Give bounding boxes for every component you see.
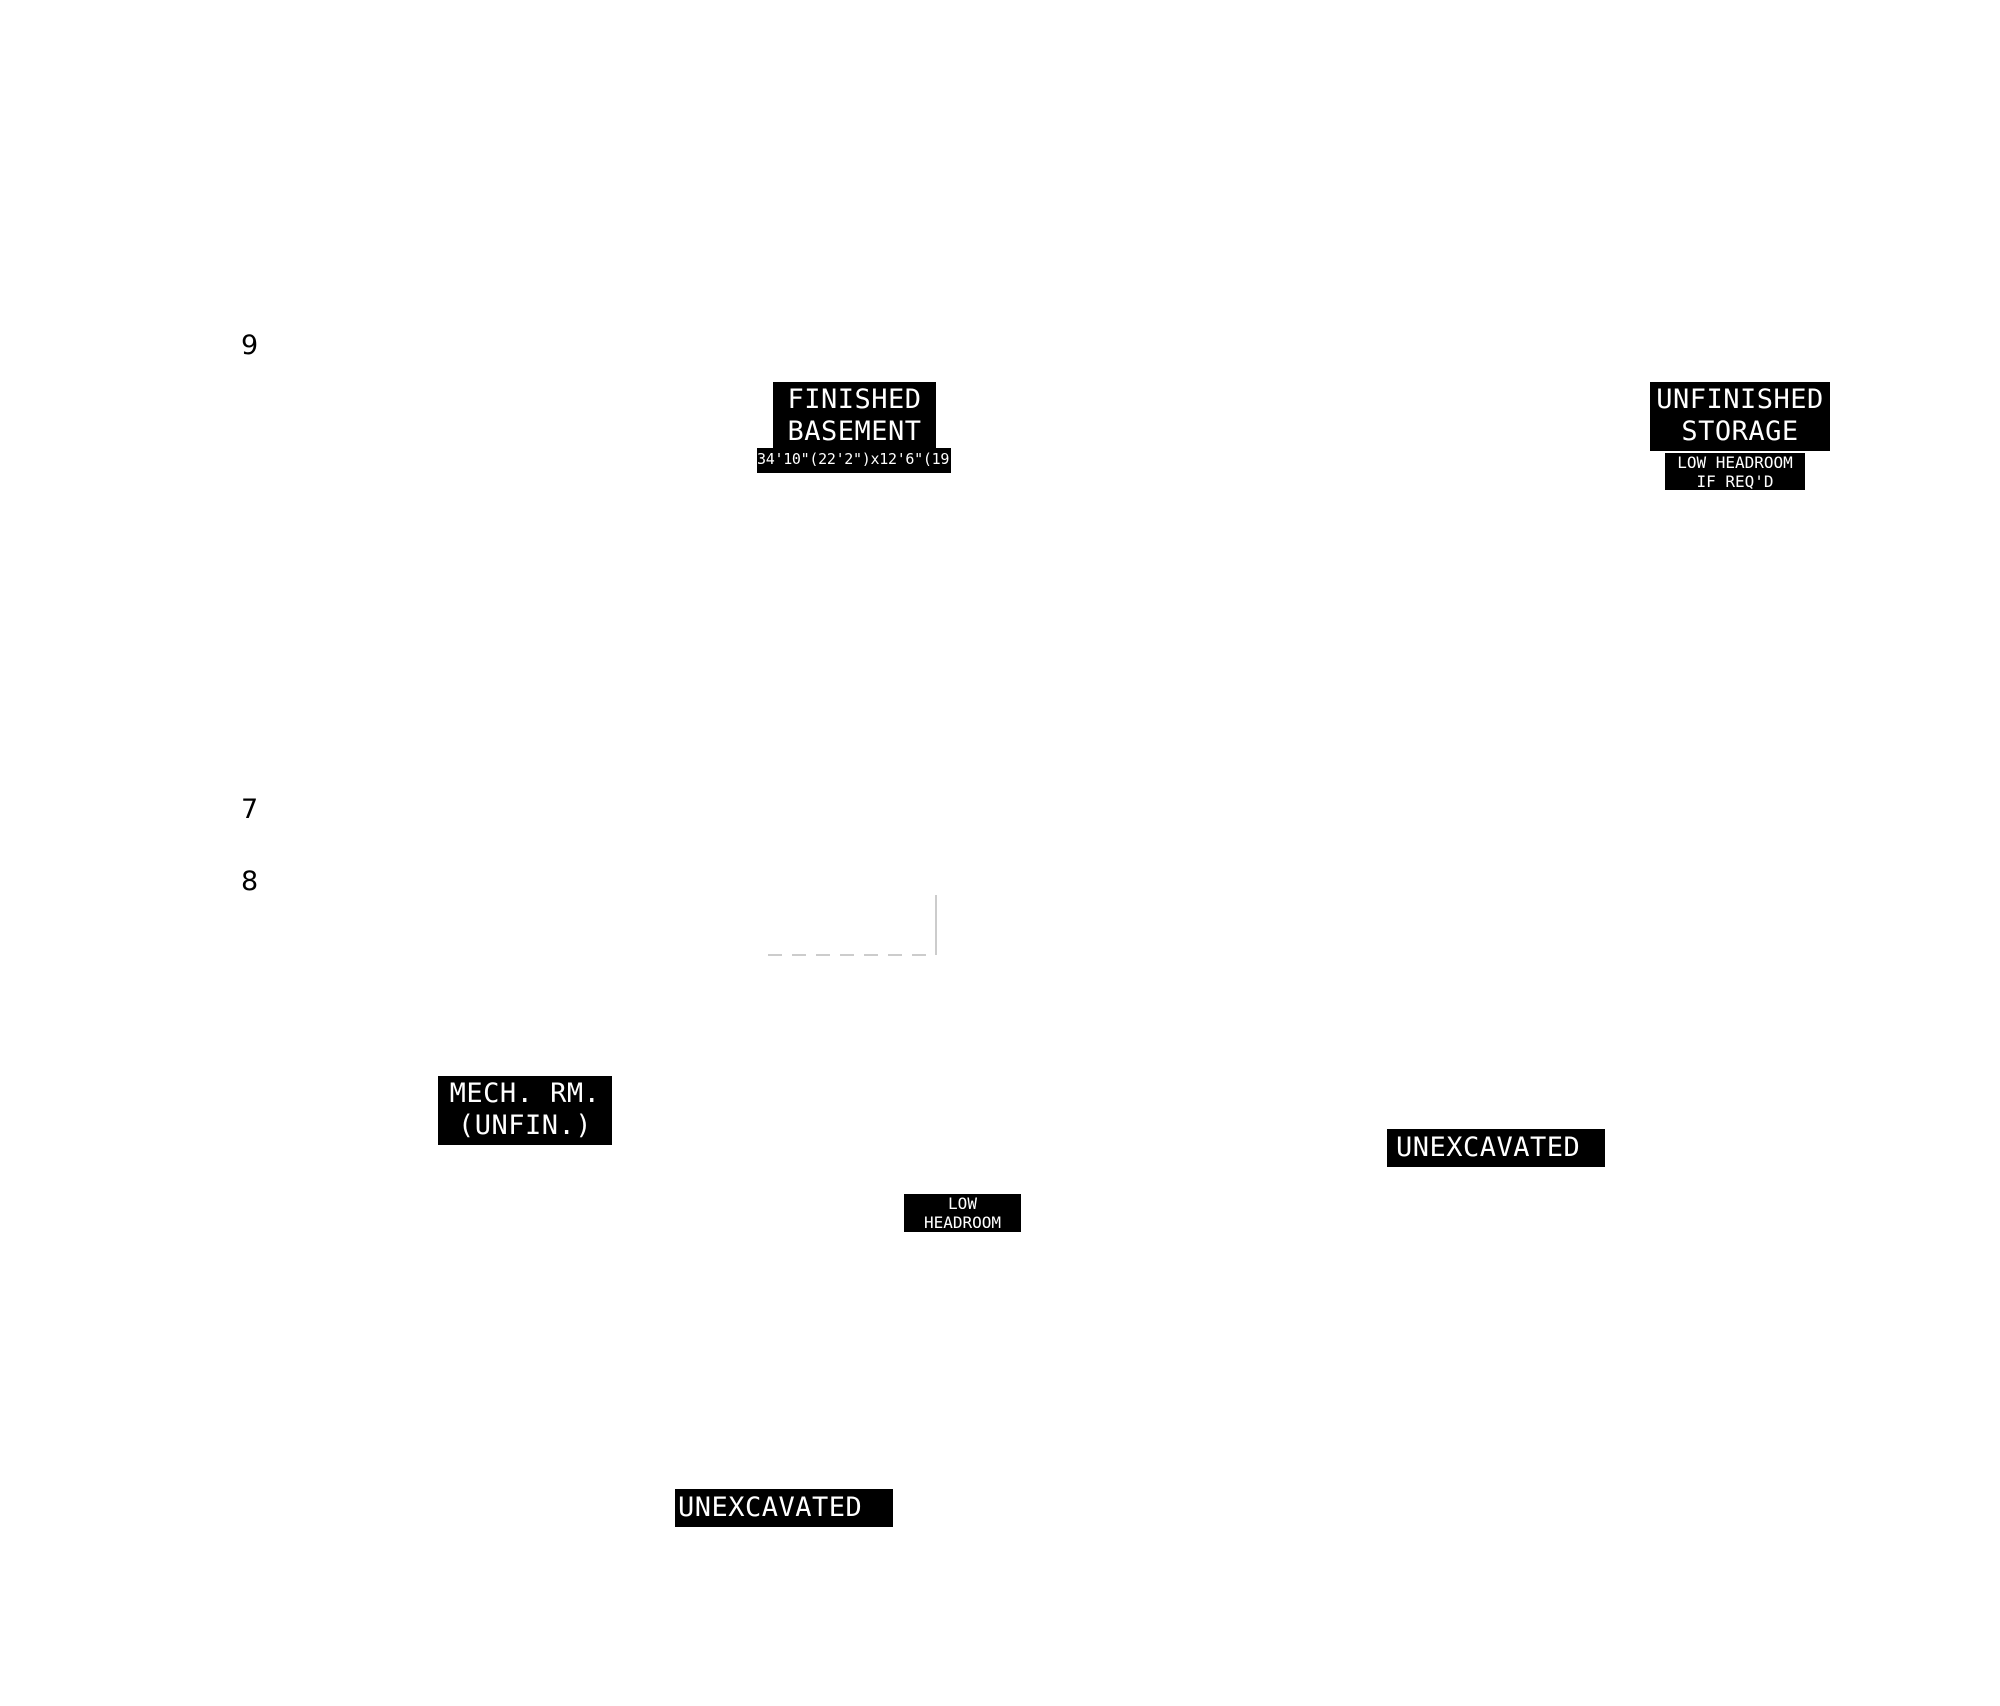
grid-marker-9: 9 <box>241 330 259 361</box>
unfinished-storage-headroom-note: LOW HEADROOM IF REQ'D <box>1665 453 1805 490</box>
grid-marker-8: 8 <box>241 866 259 897</box>
unexcavated-left-label-text: UNEXCAVATED <box>678 1492 863 1523</box>
finished-basement-label: FINISHED BASEMENT <box>773 382 936 450</box>
mech-room-label-line-2: (UNFIN.) <box>457 1110 593 1141</box>
unexcavated-right-label: UNEXCAVATED <box>1387 1129 1605 1167</box>
finished-basement-dimensions-text: 34'10"(22'2")x12'6"(19'3") <box>757 450 951 468</box>
low-headroom-label-line-1: LOW <box>948 1194 977 1213</box>
unfinished-storage-label-line-2: STORAGE <box>1681 416 1799 447</box>
unexcavated-right-label-text: UNEXCAVATED <box>1396 1132 1581 1163</box>
closet-outline <box>768 895 937 956</box>
finished-basement-label-line-1: FINISHED <box>787 384 922 415</box>
finished-basement-label-line-2: BASEMENT <box>787 416 922 447</box>
unfinished-storage-note-line-2: IF REQ'D <box>1696 472 1774 490</box>
low-headroom-label: LOW HEADROOM <box>904 1194 1021 1232</box>
grid-marker-7: 7 <box>241 794 259 825</box>
unfinished-storage-label-line-1: UNFINISHED <box>1656 384 1824 415</box>
mech-room-label-line-1: MECH. RM. <box>449 1078 601 1109</box>
unexcavated-left-label: UNEXCAVATED <box>675 1489 893 1527</box>
mech-room-label: MECH. RM. (UNFIN.) <box>438 1076 612 1145</box>
unfinished-storage-label: UNFINISHED STORAGE <box>1650 382 1830 451</box>
unfinished-storage-note-line-1: LOW HEADROOM <box>1677 453 1793 472</box>
low-headroom-label-line-2: HEADROOM <box>923 1213 1002 1232</box>
finished-basement-dimensions: 34'10"(22'2")x12'6"(19'3") <box>757 448 951 473</box>
